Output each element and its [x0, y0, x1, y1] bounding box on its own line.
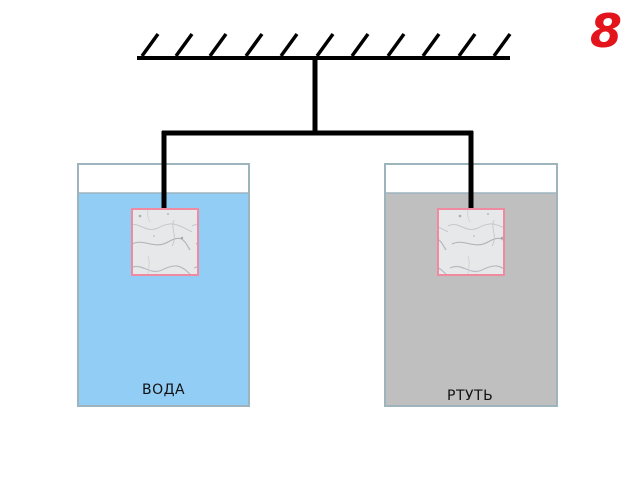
slide-number: 8	[589, 4, 622, 58]
ceiling-mount-icon	[137, 32, 512, 60]
left-marble-block	[131, 208, 199, 276]
water-label: ВОДА	[142, 382, 186, 398]
marble-block-icon	[131, 208, 505, 276]
right-marble-block	[437, 208, 505, 276]
mercury-label: РТУТЬ	[447, 388, 494, 404]
balance-beam-icon	[162, 58, 473, 136]
